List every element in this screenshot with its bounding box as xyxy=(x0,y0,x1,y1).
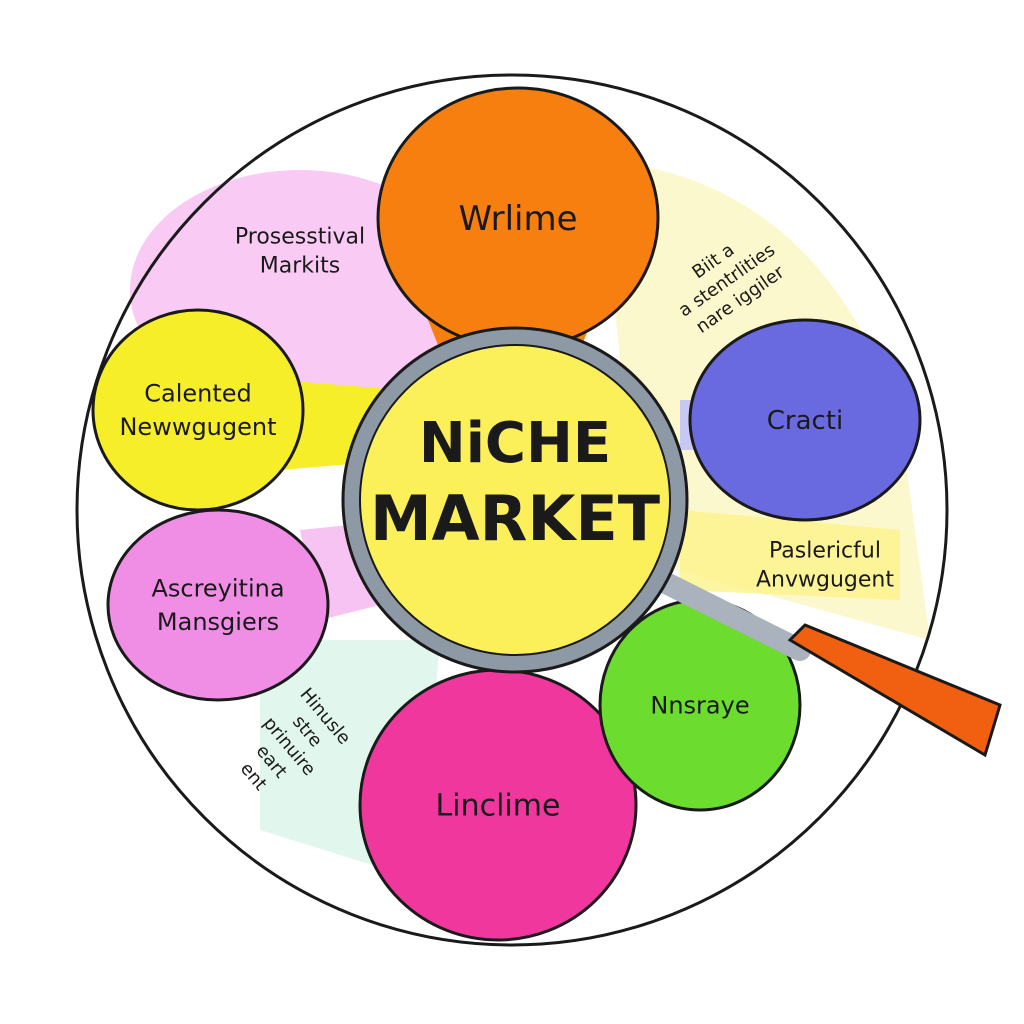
yellow-right-connector xyxy=(680,510,900,600)
outer-circle xyxy=(75,73,949,947)
center-title-line1: NiCHE xyxy=(419,411,611,476)
node-left-yellow-label: Newwgugent xyxy=(119,413,276,441)
node-left-yellow-circle xyxy=(91,308,305,512)
node-left-pink-label: Ascreyitina xyxy=(151,575,284,603)
node-top-label: Wrlime xyxy=(459,199,578,239)
free-label-line: Paslericful xyxy=(769,539,881,564)
center-title-line2: MARKET xyxy=(370,482,660,555)
magnifier-shaft xyxy=(649,569,811,661)
magnifier-handle xyxy=(787,623,1002,758)
node-green-label: Nnsraye xyxy=(650,691,749,719)
node-right-label: Cracti xyxy=(767,406,844,436)
node-left-pink-circle xyxy=(106,508,330,702)
free-label-line: Prosesstival xyxy=(235,225,365,250)
node-right-circle xyxy=(688,318,922,522)
node-bottom-label: Linclime xyxy=(436,789,561,824)
node-left-yellow-label: Calented xyxy=(144,380,252,408)
node-left-pink-label: Mansgiers xyxy=(157,608,279,636)
free-label-line: Anvwgugent xyxy=(756,567,894,592)
free-label-line: Markits xyxy=(260,253,340,278)
magnifier-lens xyxy=(359,344,671,656)
